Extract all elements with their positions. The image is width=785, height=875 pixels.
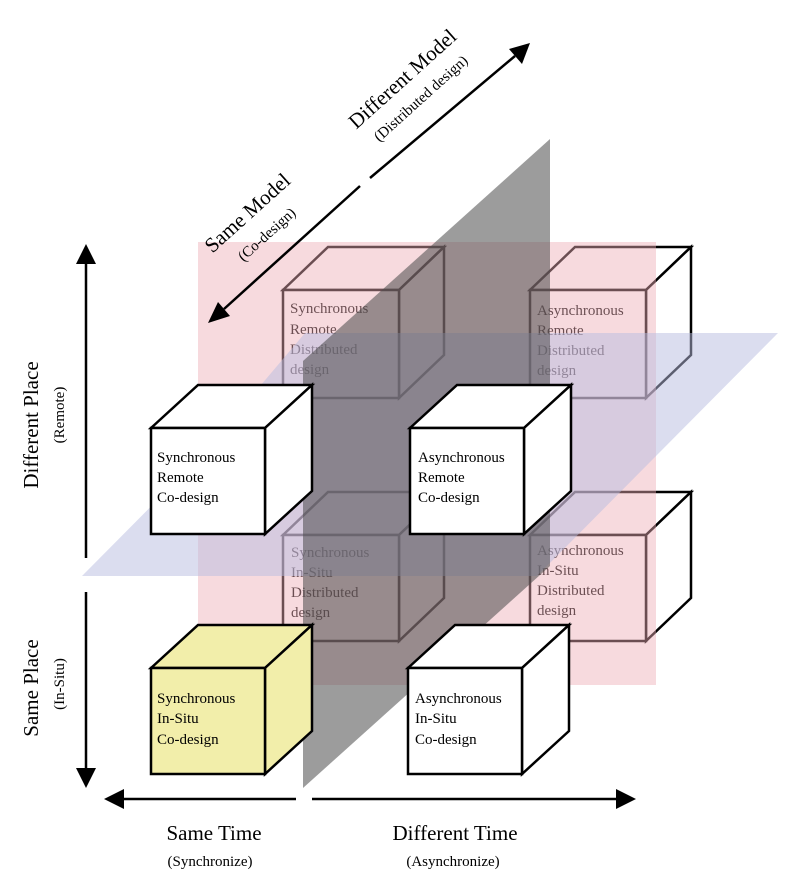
cube-sync-insitu-codesign: Synchronous In-Situ Co-design [147, 622, 316, 777]
different-time-sub: (Asynchronize) [406, 854, 499, 870]
same-time-label: Same Time [166, 821, 261, 845]
cube-async-remote-codesign: Asynchronous Remote Co-design [406, 382, 575, 537]
cube-sync-remote-codesign: Synchronous Remote Co-design [147, 382, 316, 537]
cube-label-sync-remote-codesign: Synchronous Remote Co-design [157, 450, 239, 506]
cube-label-async-remote-codesign: Asynchronous Remote Co-design [418, 450, 508, 506]
cube-async-insitu-codesign: Asynchronous In-Situ Co-design [404, 622, 573, 777]
model-axis [208, 43, 530, 323]
same-time-sub: (Synchronize) [168, 854, 253, 870]
place-axis [76, 244, 96, 788]
different-time-label: Different Time [392, 821, 517, 845]
cube-label-async-insitu-codesign: Asynchronous In-Situ Co-design [415, 691, 505, 748]
same-place-sub: (In-Situ) [52, 658, 68, 710]
time-axis [104, 789, 636, 809]
same-place-label: Same Place [19, 639, 43, 736]
cube-label-sync-insitu-codesign: Synchronous In-Situ Co-design [157, 691, 239, 748]
different-place-sub: (Remote) [52, 387, 68, 444]
different-place-label: Different Place [19, 361, 43, 488]
